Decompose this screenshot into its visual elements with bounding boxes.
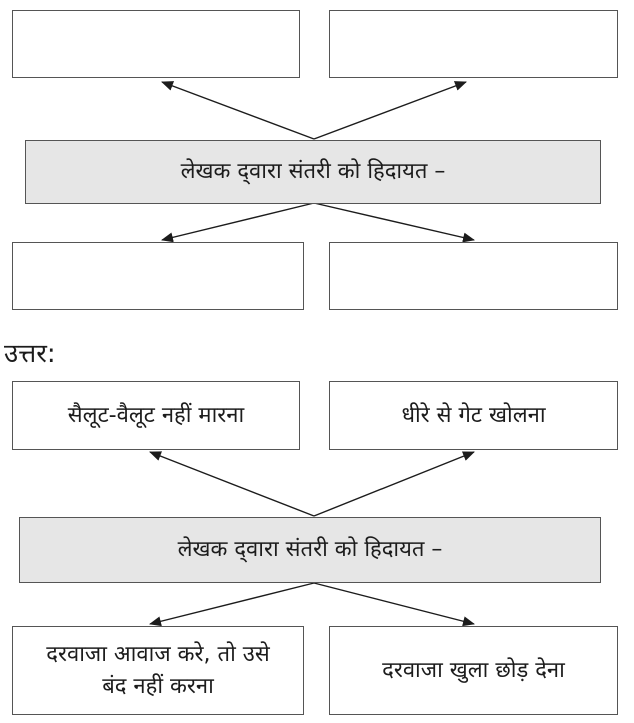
answer-top-right-box: धीरे से गेट खोलना — [329, 381, 618, 450]
arrow-to-top-left — [161, 81, 315, 140]
arrow-to-bottom-left — [161, 202, 315, 243]
question-top-right-box — [329, 10, 618, 78]
question-bottom-right-box — [329, 242, 618, 310]
answer-top-left-box: सैलूट-वैलूट नहीं मारना — [12, 381, 300, 450]
arrow-to-bottom-right — [313, 202, 475, 243]
answer-label: उत्तर: — [4, 339, 56, 369]
answer-center-box: लेखक द्‌वारा संतरी को हिदायत – — [19, 517, 601, 583]
answer-arrow-to-top-left — [149, 451, 315, 517]
question-bottom-left-box — [12, 242, 304, 310]
question-center-box: लेखक द्‌वारा संतरी को हिदायत – — [25, 140, 601, 204]
question-top-left-box — [12, 10, 300, 78]
answer-arrow-to-bottom-right — [313, 582, 475, 627]
answer-bottom-left-box: दरवाजा आवाज करे, तो उसे बंद नहीं करना — [12, 626, 304, 715]
arrow-to-top-right — [313, 81, 467, 140]
answer-arrow-to-top-right — [313, 451, 475, 517]
answer-arrow-to-bottom-left — [149, 582, 315, 627]
answer-bottom-right-box: दरवाजा खुला छोड़ देना — [329, 626, 618, 715]
